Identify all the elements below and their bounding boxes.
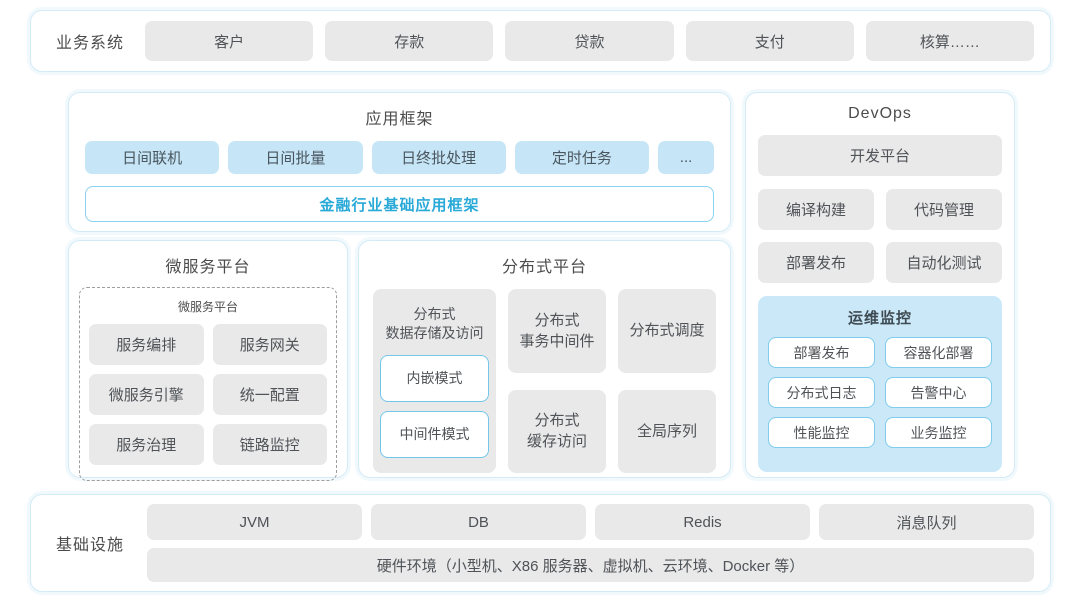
mon-business: 业务监控 <box>885 417 992 448</box>
business-item-customer: 客户 <box>145 21 314 61</box>
ms-engine: 微服务引擎 <box>89 374 204 415</box>
ops-monitoring-title: 运维监控 <box>848 310 913 327</box>
hardware-environment-bar: 硬件环境（小型机、X86 服务器、虚拟机、云环境、Docker 等） <box>147 548 1034 582</box>
business-systems-section: 业务系统 客户 存款 贷款 支付 核算…… <box>30 10 1051 72</box>
devops-title: DevOps <box>848 105 912 122</box>
microservice-title: 微服务平台 <box>165 259 251 276</box>
middle-left-column: 应用框架 日间联机 日间批量 日终批处理 定时任务 ... 金融行业基础应用框架… <box>68 92 732 481</box>
business-item-loan: 贷款 <box>505 21 674 61</box>
distributed-storage-box: 分布式 数据存储及访问 内嵌模式 中间件模式 <box>373 289 496 473</box>
microservice-platform-section: 微服务平台 微服务平台 服务编排 服务网关 微服务引擎 统一配置 服务治理 链路… <box>68 240 348 481</box>
devops-code-mgmt: 代码管理 <box>886 189 1002 230</box>
distributed-transaction-cell: 分布式 事务中间件 <box>508 289 607 373</box>
mon-alert-center: 告警中心 <box>885 377 992 408</box>
distributed-storage-title: 分布式 数据存储及访问 <box>385 306 484 341</box>
infrastructure-content: JVM DB Redis 消息队列 硬件环境（小型机、X86 服务器、虚拟机、云… <box>147 504 1034 582</box>
business-item-accounting: 核算…… <box>865 21 1035 61</box>
middle-right-column: DevOps 开发平台 编译构建 代码管理 部署发布 自动化测试 运维监控 部署… <box>745 92 1015 478</box>
distributed-middle-column: 分布式 事务中间件 分布式 缓存访问 <box>508 289 607 473</box>
ms-trace-monitoring: 链路监控 <box>212 424 327 465</box>
infra-db: DB <box>371 504 586 540</box>
mon-performance: 性能监控 <box>768 417 876 448</box>
financial-base-framework-bar: 金融行业基础应用框架 <box>85 186 715 222</box>
module-scheduled-task: 定时任务 <box>514 141 650 174</box>
infra-redis: Redis <box>595 504 810 540</box>
ops-monitoring-grid: 部署发布 容器化部署 分布式日志 告警中心 性能监控 业务监控 <box>768 337 992 448</box>
module-daytime-batch: 日间批量 <box>228 141 363 174</box>
ms-service-gateway: 服务网关 <box>212 324 327 365</box>
devops-auto-test: 自动化测试 <box>886 242 1002 283</box>
middleware-mode-box: 中间件模式 <box>380 410 489 458</box>
distributed-right-column: 分布式调度 全局序列 <box>618 289 717 473</box>
embedded-mode-box: 内嵌模式 <box>380 354 489 402</box>
business-systems-label: 业务系统 <box>55 35 124 52</box>
distributed-cache-cell: 分布式 缓存访问 <box>508 389 607 473</box>
distributed-title: 分布式平台 <box>502 259 588 276</box>
devops-deploy: 部署发布 <box>758 242 875 283</box>
middle-section: 应用框架 日间联机 日间批量 日终批处理 定时任务 ... 金融行业基础应用框架… <box>68 92 1015 481</box>
module-eod-batch: 日终批处理 <box>371 141 506 174</box>
devops-build: 编译构建 <box>758 189 875 230</box>
app-framework-section: 应用框架 日间联机 日间批量 日终批处理 定时任务 ... 金融行业基础应用框架 <box>68 92 732 232</box>
devops-section: DevOps 开发平台 编译构建 代码管理 部署发布 自动化测试 运维监控 部署… <box>745 92 1015 478</box>
business-item-payment: 支付 <box>685 21 854 61</box>
mon-container-deploy: 容器化部署 <box>885 337 992 368</box>
distributed-platform-section: 分布式平台 分布式 数据存储及访问 内嵌模式 中间件模式 分布式 事务中间件 分… <box>358 240 732 478</box>
module-daytime-online: 日间联机 <box>85 141 220 174</box>
infrastructure-section: 基础设施 JVM DB Redis 消息队列 硬件环境（小型机、X86 服务器、… <box>30 494 1051 592</box>
microservice-grid: 服务编排 服务网关 微服务引擎 统一配置 服务治理 链路监控 <box>89 324 327 465</box>
distributed-body: 分布式 数据存储及访问 内嵌模式 中间件模式 分布式 事务中间件 分布式 缓存访… <box>373 289 717 473</box>
ms-service-governance: 服务治理 <box>89 424 204 465</box>
microservice-inner-title: 微服务平台 <box>177 300 238 314</box>
platforms-row: 微服务平台 微服务平台 服务编排 服务网关 微服务引擎 统一配置 服务治理 链路… <box>68 240 732 481</box>
app-framework-title: 应用框架 <box>365 111 434 128</box>
infrastructure-label: 基础设施 <box>55 537 124 554</box>
ms-unified-config: 统一配置 <box>212 374 327 415</box>
ops-monitoring-panel: 运维监控 部署发布 容器化部署 分布式日志 告警中心 性能监控 业务监控 <box>758 296 1002 472</box>
mon-deploy-release: 部署发布 <box>768 337 876 368</box>
global-sequence-cell: 全局序列 <box>618 389 717 473</box>
mon-distributed-log: 分布式日志 <box>768 377 876 408</box>
infrastructure-row: JVM DB Redis 消息队列 <box>147 504 1034 540</box>
business-item-deposit: 存款 <box>325 21 494 61</box>
app-framework-modules: 日间联机 日间批量 日终批处理 定时任务 ... <box>85 141 715 174</box>
infra-jvm: JVM <box>147 504 362 540</box>
distributed-schedule-cell: 分布式调度 <box>618 289 717 373</box>
module-more: ... <box>658 141 715 174</box>
dev-platform-chip: 开发平台 <box>758 135 1002 176</box>
ms-service-orchestration: 服务编排 <box>89 324 204 365</box>
infra-message-queue: 消息队列 <box>819 504 1034 540</box>
devops-tools-grid: 编译构建 代码管理 部署发布 自动化测试 <box>758 189 1002 283</box>
microservice-inner-box: 微服务平台 服务编排 服务网关 微服务引擎 统一配置 服务治理 链路监控 <box>79 287 337 481</box>
